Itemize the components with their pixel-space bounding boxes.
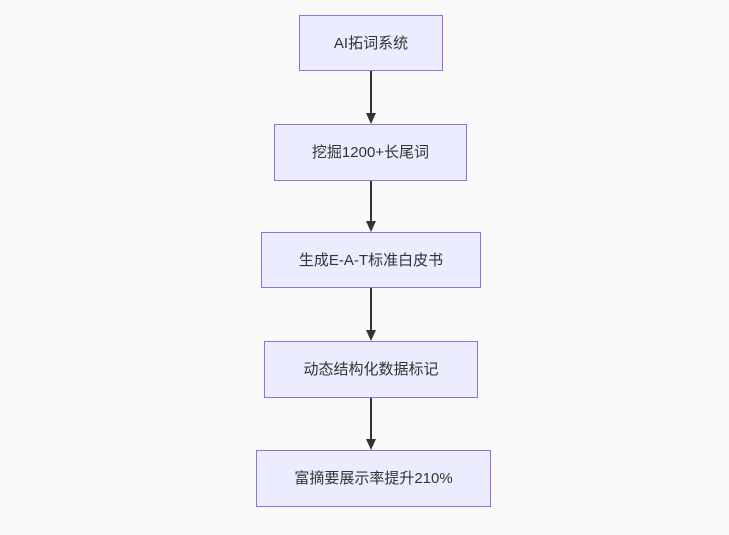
- flow-node-longtail-mining: 挖掘1200+长尾词: [274, 124, 467, 181]
- flow-arrow-2: [365, 181, 377, 232]
- flow-arrow-1: [365, 71, 377, 124]
- arrowhead-down-icon: [366, 113, 376, 124]
- node-label: 动态结构化数据标记: [303, 361, 439, 378]
- node-label: 富摘要展示率提升210%: [294, 470, 453, 487]
- flow-node-structured-data-markup: 动态结构化数据标记: [264, 341, 478, 398]
- arrow-line: [370, 398, 372, 439]
- flow-arrow-3: [365, 288, 377, 341]
- arrow-line: [370, 181, 372, 221]
- arrowhead-down-icon: [366, 439, 376, 450]
- arrowhead-down-icon: [366, 330, 376, 341]
- flow-arrow-4: [365, 398, 377, 450]
- flow-node-ai-keyword-system: AI拓词系统: [299, 15, 443, 71]
- flow-node-eat-whitepaper: 生成E-A-T标准白皮书: [261, 232, 481, 288]
- node-label: 挖掘1200+长尾词: [311, 144, 430, 161]
- arrowhead-down-icon: [366, 221, 376, 232]
- flow-node-rich-snippet-uplift: 富摘要展示率提升210%: [256, 450, 491, 507]
- arrow-line: [370, 71, 372, 113]
- node-label: 生成E-A-T标准白皮书: [298, 251, 444, 269]
- arrow-line: [370, 288, 372, 330]
- node-label: AI拓词系统: [333, 34, 409, 52]
